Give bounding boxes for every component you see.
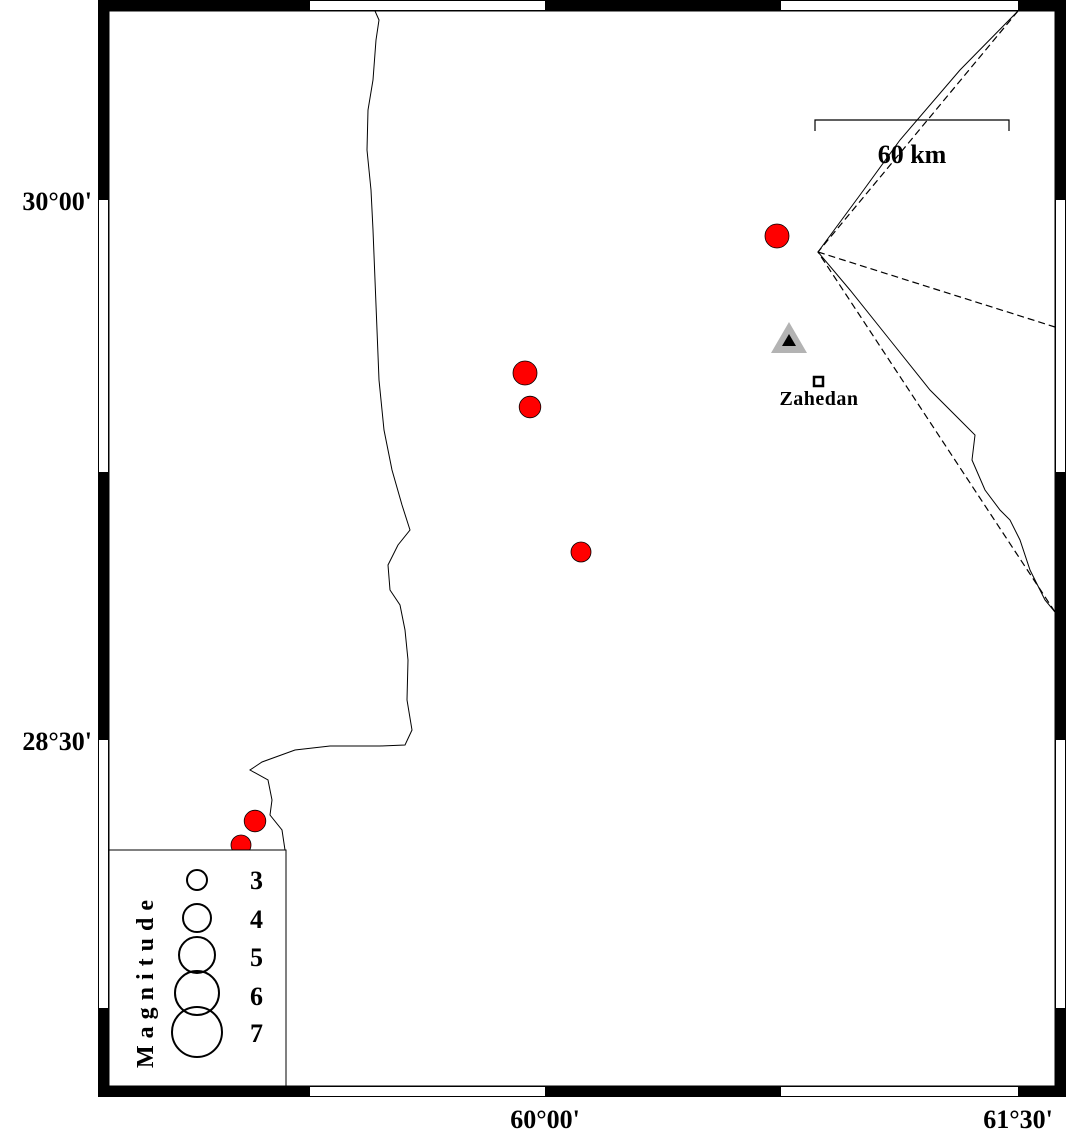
legend-label-7: 7 xyxy=(250,1019,263,1048)
city-label: Zahedan xyxy=(779,388,858,410)
earthquake-event xyxy=(518,395,542,419)
legend-circle-5 xyxy=(178,936,216,974)
legend-circle-6 xyxy=(174,970,220,1016)
lat-label-30: 30°00' xyxy=(22,187,92,216)
border-line xyxy=(249,10,413,851)
lat-label-28-30: 28°30' xyxy=(22,727,92,756)
legend: Magnitude 3 4 5 6 7 xyxy=(108,849,287,1087)
legend-label-6: 6 xyxy=(250,982,263,1011)
frame-ticks xyxy=(99,1,1065,1096)
legend-circle-4 xyxy=(182,903,212,933)
city-marker-icon xyxy=(812,375,825,388)
dashed-boundary xyxy=(817,10,1056,613)
earthquake-event xyxy=(764,223,790,249)
scale-bar xyxy=(814,119,1010,131)
lon-label-61-30: 61°30' xyxy=(983,1105,1053,1134)
volcano-inner-icon xyxy=(782,334,796,346)
earthquake-event xyxy=(243,809,267,833)
legend-circle-7 xyxy=(171,1006,223,1058)
earthquake-event xyxy=(570,541,592,563)
legend-circle-3 xyxy=(186,869,208,891)
scale-bar-label: 60 km xyxy=(878,140,947,169)
legend-label-5: 5 xyxy=(250,943,263,972)
lon-label-60: 60°00' xyxy=(510,1105,580,1134)
legend-title: Magnitude xyxy=(133,893,159,1068)
border-line-east xyxy=(817,10,1056,613)
legend-label-3: 3 xyxy=(250,866,263,895)
legend-label-4: 4 xyxy=(250,905,263,934)
earthquake-event xyxy=(512,360,538,386)
